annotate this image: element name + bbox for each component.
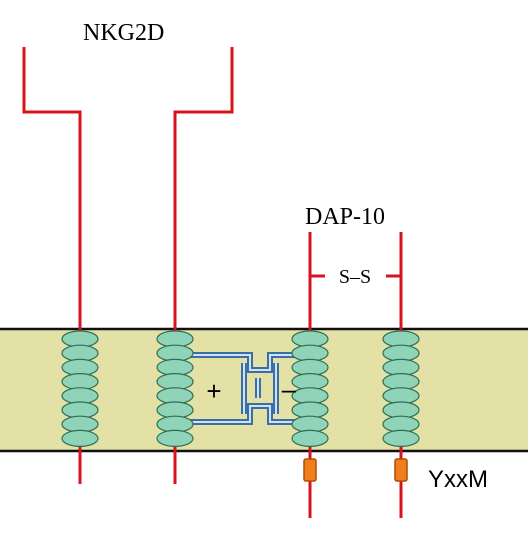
nkg2d-helix-right [156, 330, 194, 447]
helix-turn [156, 429, 194, 447]
helix-turn [382, 429, 420, 447]
yxxm-box-right [394, 458, 408, 482]
nkg2d-helix-left [61, 330, 99, 447]
dap10-helix-right [382, 330, 420, 447]
nkg2d-chain-left [22, 47, 82, 484]
disulfide-bond-label: S–S [339, 266, 371, 288]
dap10-label: DAP-10 [305, 204, 385, 230]
salt-bridge [190, 352, 297, 425]
nkg2d-chains [22, 47, 234, 484]
helix-turn [61, 429, 99, 447]
yxxm-label: YxxM [428, 466, 488, 493]
yxxm-motifs [303, 458, 408, 482]
yxxm-box-left [303, 458, 317, 482]
helix-turn [291, 429, 329, 447]
transmembrane-helices [61, 330, 420, 447]
nkg2d-label: NKG2D [83, 20, 164, 46]
charge-plus-label: + [206, 376, 221, 406]
nkg2d-chain-right [173, 47, 234, 484]
dap10-helix-left [291, 330, 329, 447]
charge-minus-label: – [282, 374, 297, 404]
